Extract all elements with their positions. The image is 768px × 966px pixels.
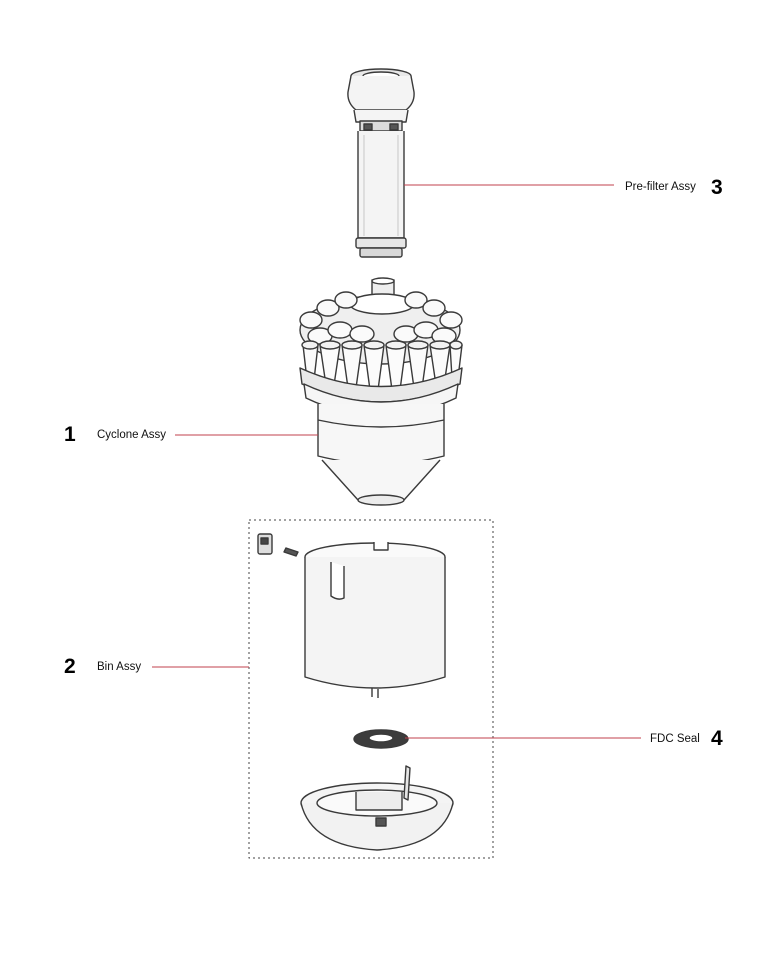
cyclone-assy-drawing[interactable] <box>299 277 463 506</box>
label-cyclone-assy: Cyclone Assy <box>97 429 167 441</box>
callout-number-3: 3 <box>711 176 723 199</box>
callout-number-2: 2 <box>64 655 76 678</box>
label-fdc-seal: FDC Seal <box>650 733 700 745</box>
bin-assy-group-box <box>248 519 494 859</box>
pre-filter-assy-drawing[interactable] <box>347 68 415 258</box>
label-bin-assy: Bin Assy <box>97 661 142 673</box>
callout-number-1: 1 <box>64 423 76 446</box>
bin-assy-drawing[interactable] <box>257 533 454 851</box>
label-pre-filter-assy: Pre-filter Assy <box>625 181 696 193</box>
callout-number-4: 4 <box>711 727 723 750</box>
